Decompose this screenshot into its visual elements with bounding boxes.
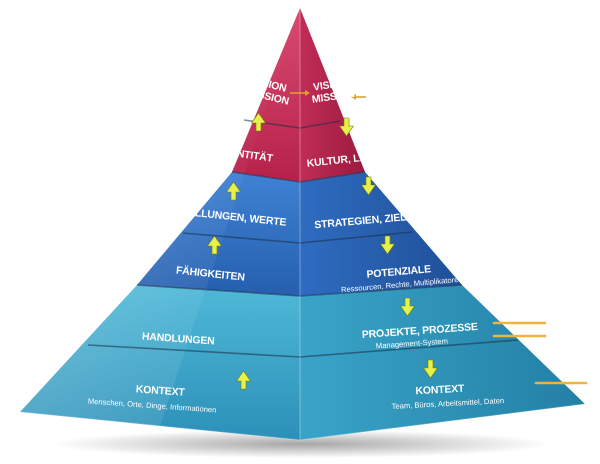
arrow-left-icon [351,94,356,100]
left-face-shine [20,8,300,426]
right-label-kontext: KONTEXT [415,383,465,398]
right-band-cyan [300,285,585,440]
arrow-down-icon [338,117,355,137]
right-band-red [300,8,365,182]
arrow-down-icon [422,359,439,379]
left-label-handlungen: HANDLUNGEN [142,330,215,347]
arrow-right-icon [305,90,310,96]
base-edge [19,403,586,441]
right-label-vision: VISION MISSION [309,76,355,106]
right-face [300,8,585,440]
arrow-down-icon [399,297,416,317]
arrow-up-icon [235,370,252,390]
ground-shadow [52,430,552,458]
left-face [20,8,300,440]
arrow-up-icon [225,181,242,201]
external-arrows [492,321,588,385]
right-label-potenziale: POTENZIALE [366,263,431,281]
arrow-up-icon [206,235,223,255]
vision-link-arrows [290,90,366,100]
arrow-down-icon [360,176,377,196]
arrow-up-icon [250,112,267,132]
arrow-down-icon [379,235,396,255]
right-band-blue [300,172,462,296]
left-label-kontext: KONTEXT [135,383,185,398]
flow-arrows [206,112,439,390]
band-separators [87,119,519,358]
